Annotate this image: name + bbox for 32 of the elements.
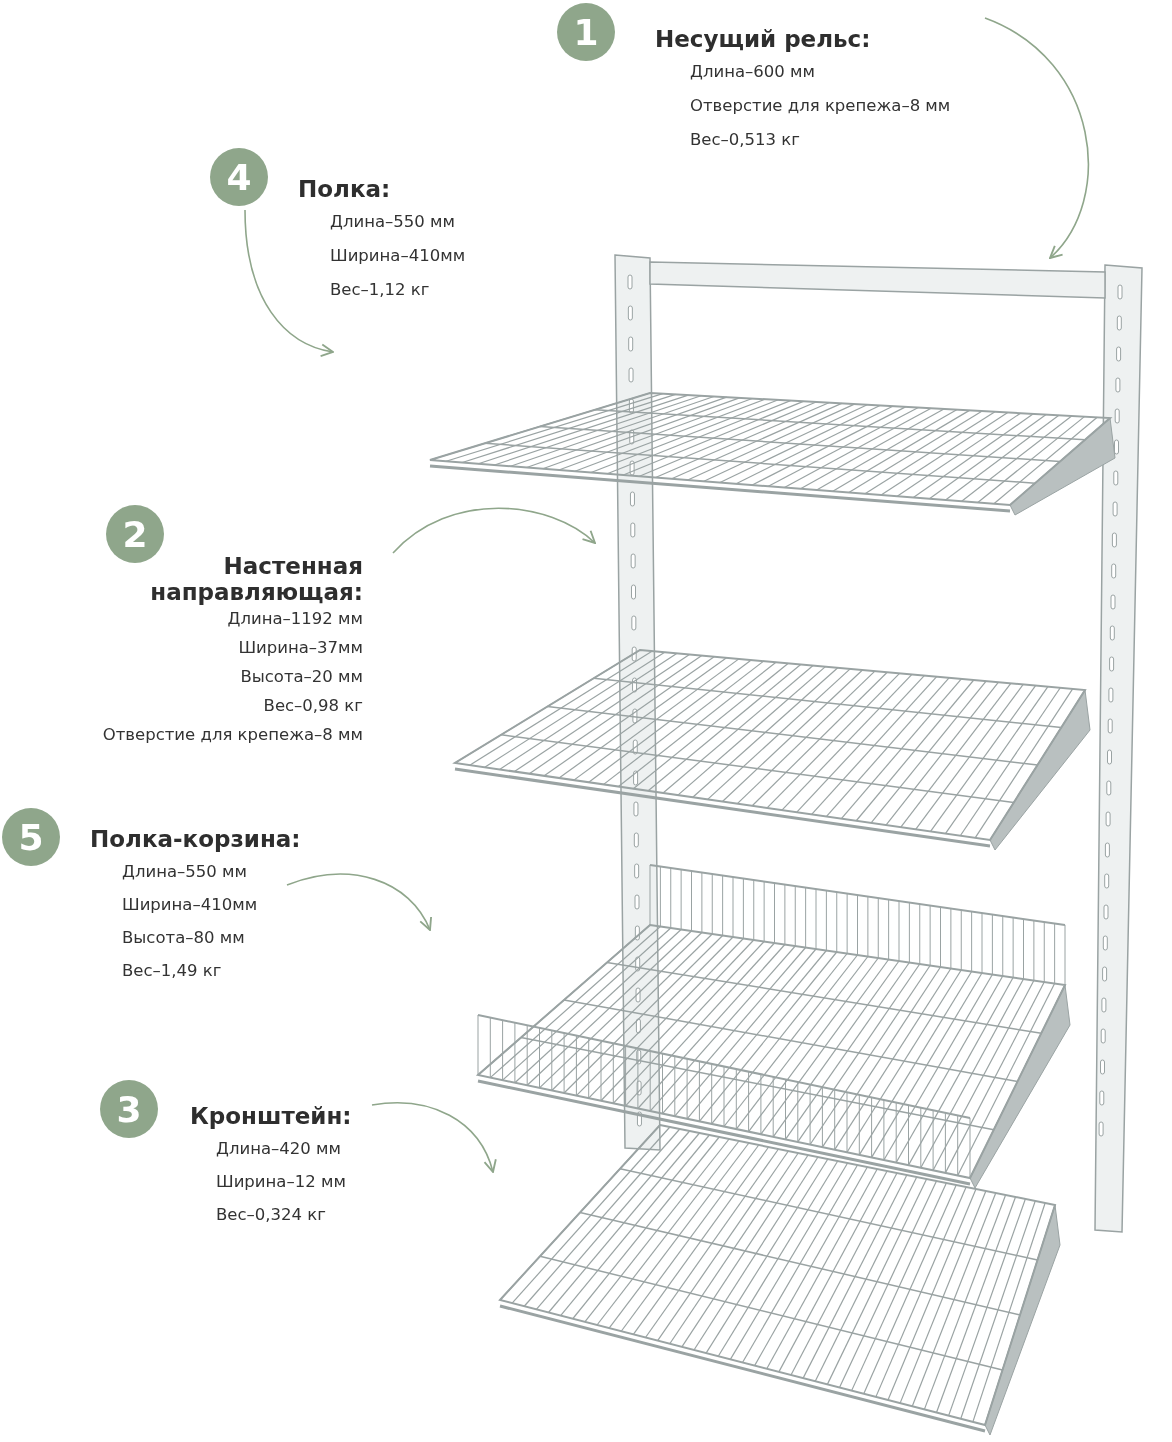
spec-text: Высота–20 мм — [240, 667, 363, 686]
curved-arrow — [392, 507, 596, 554]
curved-arrow — [286, 873, 432, 931]
callout-number: 1 — [557, 3, 615, 61]
spec-text: Вес–1,49 кг — [122, 961, 222, 980]
spec-text: Длина–420 мм — [216, 1139, 341, 1158]
part-heading: Кронштейн: — [190, 1103, 352, 1129]
spec-text: Ширина–12 мм — [216, 1172, 346, 1191]
callout-number: 4 — [210, 148, 268, 206]
spec-text: Ширина–410мм — [122, 895, 258, 914]
callout-number: 3 — [100, 1080, 158, 1138]
spec-text: Высота–80 мм — [122, 928, 245, 947]
spec-text: Вес–0,513 кг — [690, 130, 800, 149]
curved-arrow — [984, 17, 1089, 259]
spec-text: Длина–1192 мм — [227, 609, 363, 628]
callout-number: 2 — [106, 505, 164, 563]
callout-number: 5 — [2, 808, 60, 866]
spec-text: Вес–0,98 кг — [263, 696, 363, 715]
part-heading: Полка-корзина: — [90, 826, 301, 852]
curved-arrow — [244, 209, 334, 357]
spec-text: Длина–600 мм — [690, 62, 815, 81]
spec-text: Ширина–37мм — [238, 638, 363, 657]
spec-text: Отверстие для крепежа–8 мм — [690, 96, 951, 115]
spec-text: Длина–550 мм — [330, 212, 455, 231]
part-heading: Полка: — [298, 176, 391, 202]
spec-text: Вес–0,324 кг — [216, 1205, 326, 1224]
spec-text: Отверстие для крепежа–8 мм — [102, 725, 363, 744]
spec-text: Длина–550 мм — [122, 862, 247, 881]
curved-arrow — [371, 1102, 496, 1173]
spec-text: Ширина–410мм — [330, 246, 466, 265]
spec-text: Вес–1,12 кг — [330, 280, 430, 299]
part-heading: Несущий рельс: — [655, 26, 871, 52]
